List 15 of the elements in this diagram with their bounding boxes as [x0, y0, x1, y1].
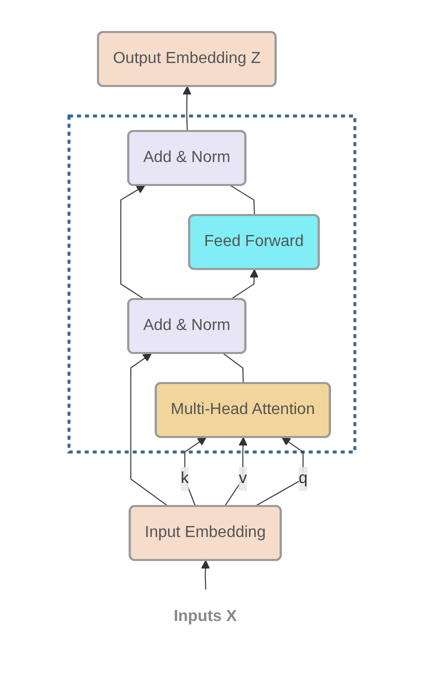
node-text: Inputs X	[174, 608, 237, 625]
connector	[230, 185, 255, 216]
arrow	[182, 86, 192, 132]
edge-label: q	[298, 470, 308, 487]
arrow	[184, 437, 206, 507]
edge-label: k	[180, 470, 189, 487]
edge-label: v	[238, 470, 247, 487]
arrow	[120, 185, 146, 300]
arrow	[224, 437, 248, 507]
arrow	[254, 437, 304, 507]
arrow	[230, 269, 259, 300]
cluster	[68, 114, 356, 454]
arrow	[130, 353, 170, 507]
connector	[222, 353, 244, 384]
arrow	[201, 560, 210, 591]
